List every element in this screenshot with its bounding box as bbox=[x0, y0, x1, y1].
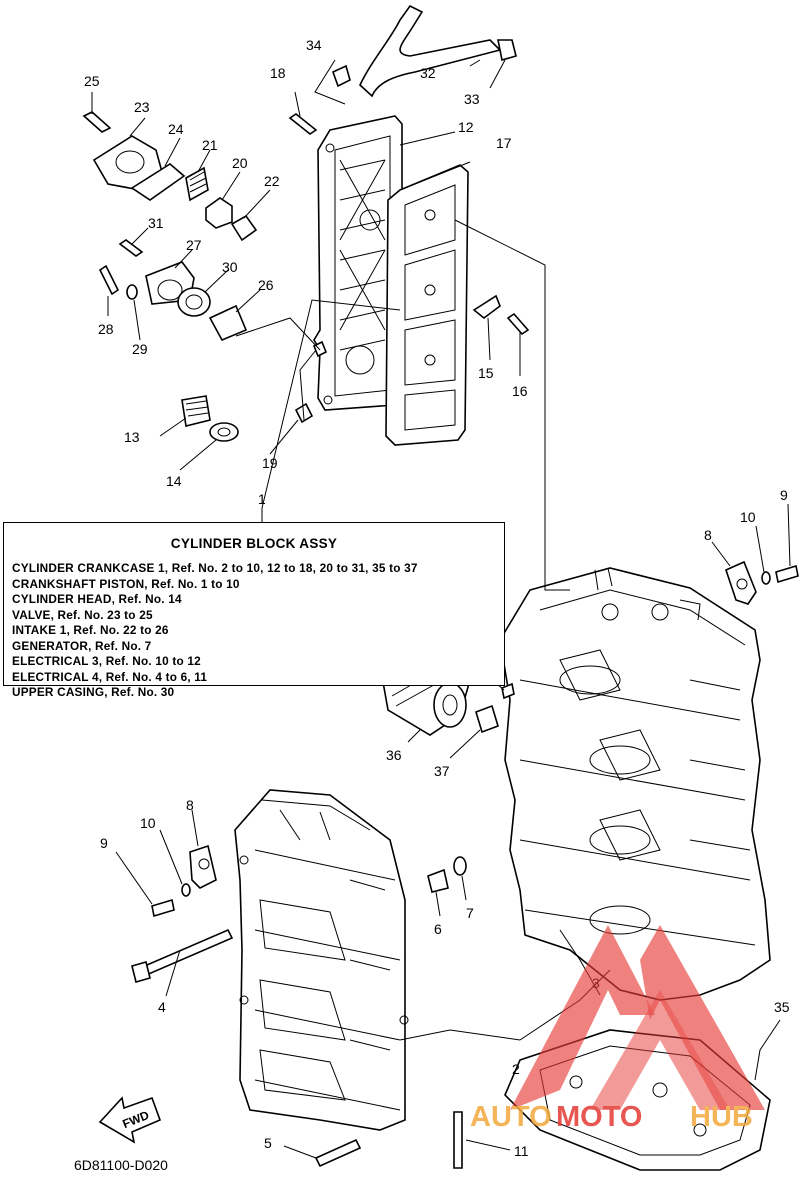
callout-20: 20 bbox=[232, 155, 248, 171]
watermark-text-moto: MOTO bbox=[556, 1101, 642, 1133]
callout-19: 19 bbox=[262, 455, 278, 471]
legend-item: ELECTRICAL 3, Ref. No. 10 to 12 bbox=[12, 654, 201, 668]
callout-21: 21 bbox=[202, 137, 218, 153]
callout-8: 8 bbox=[186, 797, 194, 813]
watermark-text-hub: HUB bbox=[690, 1101, 753, 1133]
callout-6: 6 bbox=[434, 921, 442, 937]
callout-10: 10 bbox=[140, 815, 156, 831]
legend-title: CYLINDER BLOCK ASSY bbox=[170, 536, 338, 551]
bracket-part-top bbox=[725, 560, 799, 605]
callout-1: 1 bbox=[258, 491, 266, 507]
legend-item: UPPER CASING, Ref. No. 30 bbox=[12, 685, 175, 699]
cylinder-block-part bbox=[234, 789, 409, 1131]
legend-item: CRANKSHAFT PISTON, Ref. No. 1 to 10 bbox=[12, 576, 240, 591]
callout-16: 16 bbox=[512, 383, 528, 399]
crankcase-fasteners bbox=[427, 682, 515, 893]
callout-17: 17 bbox=[496, 135, 512, 151]
callout-8: 8 bbox=[704, 527, 712, 543]
legend-item: GENERATOR, Ref. No. 7 bbox=[12, 638, 152, 653]
callout-32: 32 bbox=[420, 65, 436, 81]
callout-11: 11 bbox=[514, 1143, 529, 1159]
callout-35: 35 bbox=[774, 999, 790, 1015]
callout-28: 28 bbox=[98, 321, 114, 337]
legend-item: VALVE, Ref. No. 23 to 25 bbox=[12, 607, 153, 622]
callout-36: 36 bbox=[386, 747, 402, 763]
callout-9: 9 bbox=[100, 835, 108, 851]
lower-fasteners bbox=[314, 1111, 463, 1169]
callout-15: 15 bbox=[478, 365, 494, 381]
callout-2: 2 bbox=[512, 1061, 520, 1077]
bracket-part-lower bbox=[151, 844, 217, 918]
legend-box: CYLINDER BLOCK ASSY CYLINDER CRANKCASE 1… bbox=[3, 522, 505, 699]
gasket-part bbox=[385, 164, 469, 446]
callout-24: 24 bbox=[168, 121, 184, 137]
thermostat-assembly bbox=[82, 111, 258, 242]
legend-list: CYLINDER CRANKCASE 1, Ref. No. 2 to 10, … bbox=[12, 561, 418, 701]
watermark-triangle-right bbox=[640, 925, 765, 1110]
watermark-text-auto: AUTO bbox=[470, 1101, 552, 1133]
hose-part bbox=[332, 4, 517, 98]
crankcase-part bbox=[499, 567, 771, 1001]
callout-18: 18 bbox=[270, 65, 286, 81]
legend-item: CYLINDER CRANKCASE 1, Ref. No. 2 to 10, … bbox=[12, 561, 418, 575]
intake-parts bbox=[98, 239, 248, 342]
callout-34: 34 bbox=[306, 37, 322, 53]
legend-item: ELECTRICAL 4, Ref. No. 4 to 6, 11 bbox=[12, 669, 208, 684]
callout-9: 9 bbox=[780, 487, 788, 503]
drain-plug bbox=[181, 395, 239, 442]
callout-30: 30 bbox=[222, 259, 238, 275]
callout-26: 26 bbox=[258, 277, 274, 293]
callout-31: 31 bbox=[148, 215, 164, 231]
callout-12: 12 bbox=[458, 119, 474, 135]
watermark-triangle-inner bbox=[590, 990, 730, 1110]
callout-10: 10 bbox=[740, 509, 756, 525]
callout-5: 5 bbox=[264, 1135, 272, 1151]
callout-27: 27 bbox=[186, 237, 202, 253]
callout-22: 22 bbox=[264, 173, 280, 189]
watermark-triangle-left bbox=[510, 925, 655, 1110]
callout-23: 23 bbox=[134, 99, 150, 115]
callout-37: 37 bbox=[434, 763, 450, 779]
callout-25: 25 bbox=[84, 73, 100, 89]
legend-item: INTAKE 1, Ref. No. 22 to 26 bbox=[12, 623, 169, 637]
callout-7: 7 bbox=[466, 905, 474, 921]
callout-33: 33 bbox=[464, 91, 480, 107]
watermark-logo: AUTO MOTO HUB bbox=[470, 925, 765, 1133]
long-bolt-part bbox=[131, 928, 234, 983]
callout-13: 13 bbox=[124, 429, 140, 445]
callout-14: 14 bbox=[166, 473, 182, 489]
callout-29: 29 bbox=[132, 341, 148, 357]
callout-4: 4 bbox=[158, 999, 166, 1015]
forward-arrow-icon: FWD bbox=[98, 1096, 162, 1144]
callout-numbers: 1 2 3 2 3 4 5 6 7 8 8 9 9 10 10 11 12 13… bbox=[84, 37, 790, 1159]
legend-item: CYLINDER HEAD, Ref. No. 14 bbox=[12, 592, 182, 606]
drawing-code: 6D81100-D020 bbox=[74, 1157, 168, 1173]
